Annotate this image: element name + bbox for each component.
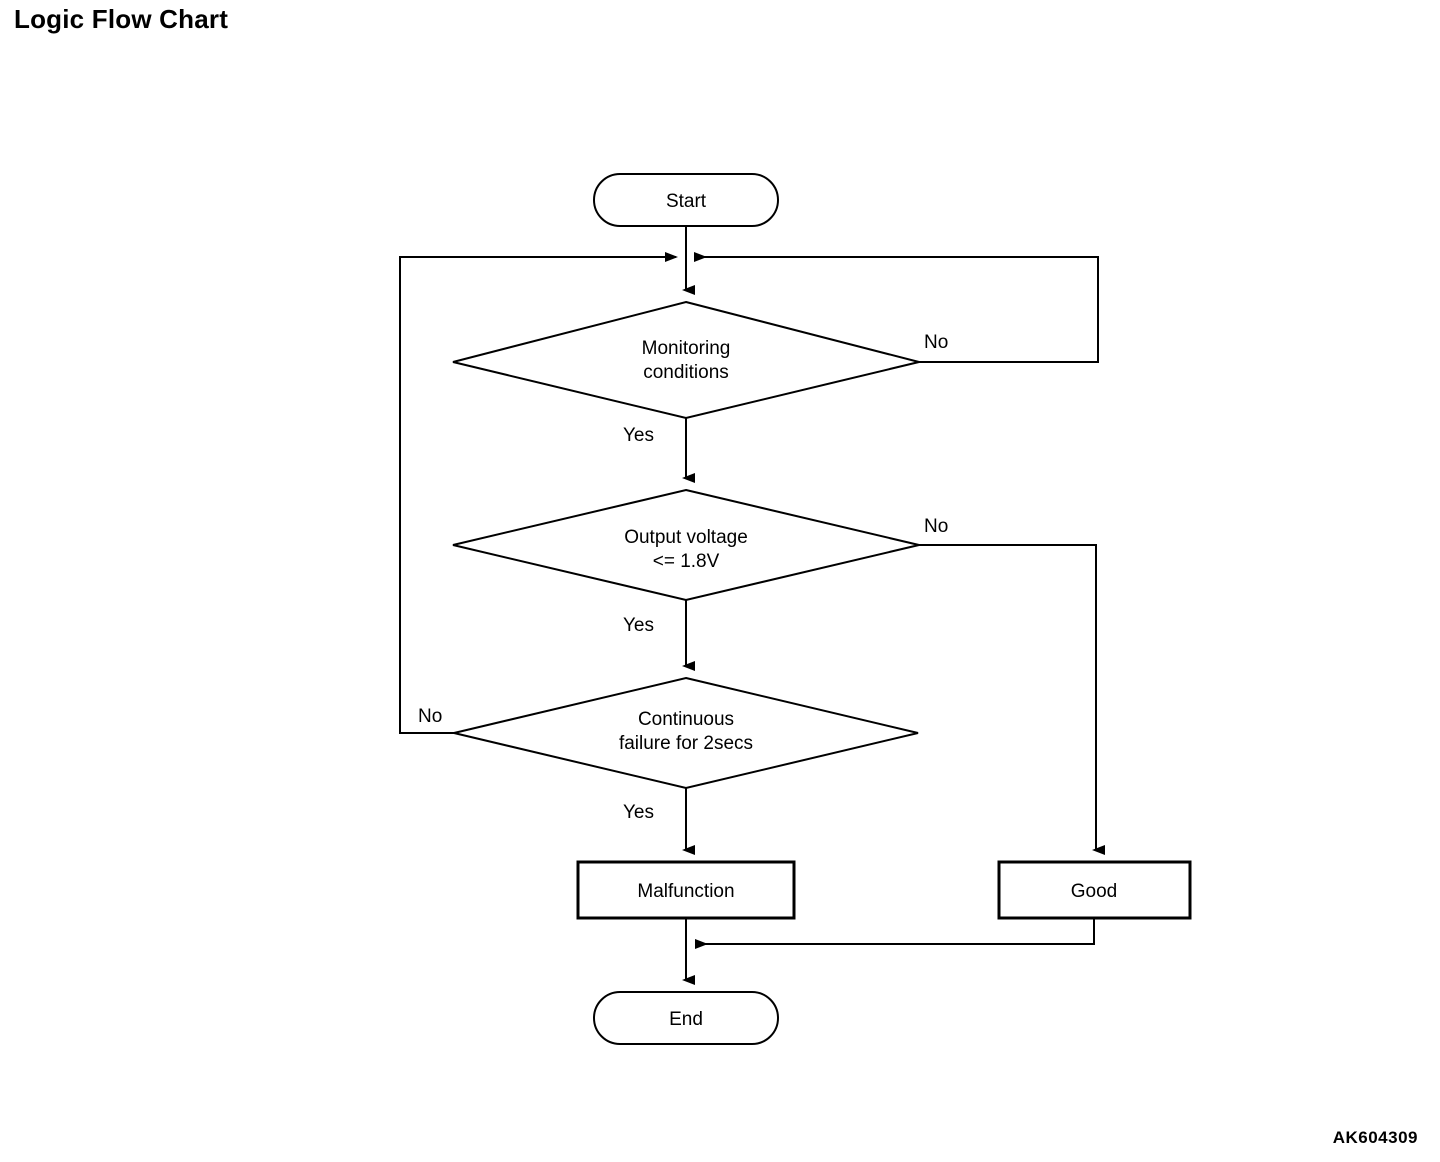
node-continuous-failure: Continuous failure for 2secs: [453, 676, 919, 790]
node-end-label: End: [669, 1009, 703, 1030]
node-good: Good: [997, 860, 1192, 920]
node-good-label: Good: [1071, 881, 1117, 902]
edge-monitoring-no-loop: [694, 252, 1099, 363]
node-monitoring-conditions: Monitoring conditions: [452, 300, 920, 420]
edge-voltage-no-to-good: [919, 544, 1105, 855]
node-continuous-label-line2: failure for 2secs: [619, 733, 753, 754]
edge-continuous-no-loop: [399, 252, 678, 734]
node-malfunction: Malfunction: [576, 860, 796, 920]
edge-label-voltage-no: No: [924, 516, 948, 537]
edge-label-monitoring-yes: Yes: [623, 425, 654, 446]
node-continuous-label-line1: Continuous: [638, 709, 734, 730]
node-monitoring-label-line2: conditions: [643, 362, 729, 383]
edge-label-continuous-no: No: [418, 706, 442, 727]
page-title: Logic Flow Chart: [14, 4, 229, 34]
edge-label-continuous-yes: Yes: [623, 802, 654, 823]
node-voltage-label-line1: Output voltage: [624, 527, 748, 548]
node-output-voltage: Output voltage <= 1.8V: [452, 488, 920, 602]
node-end: End: [593, 991, 779, 1045]
edge-good-to-end-merge: [695, 918, 1095, 949]
node-monitoring-label-line1: Monitoring: [642, 338, 731, 359]
node-voltage-label-line2: <= 1.8V: [653, 551, 720, 572]
figure-code: AK604309: [1332, 1128, 1418, 1147]
node-malfunction-label: Malfunction: [637, 881, 734, 902]
node-start: Start: [593, 173, 779, 227]
edge-label-monitoring-no: No: [924, 332, 948, 353]
edge-label-voltage-yes: Yes: [623, 615, 654, 636]
node-start-label: Start: [666, 191, 707, 212]
